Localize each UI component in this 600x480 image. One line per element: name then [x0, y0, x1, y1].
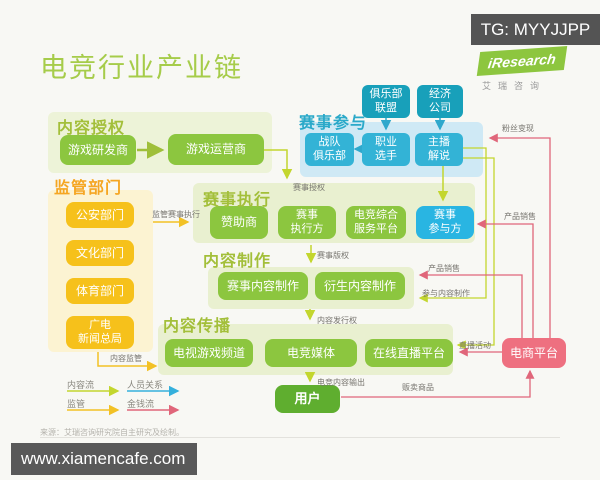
section-title-content-production: 内容制作	[203, 253, 272, 270]
node-pro-player: 职业 选手	[362, 133, 410, 166]
legend-regulation: 监管	[67, 399, 86, 409]
label-content-distribution-right: 内容发行权	[317, 316, 357, 325]
node-team-club: 战队 俱乐部	[305, 133, 354, 166]
flow-fan-monetization	[488, 133, 551, 338]
label-content-regulation: 内容监管	[110, 354, 142, 363]
telegram-badge: TG: MYYJJPP	[471, 14, 600, 45]
node-game-operator: 游戏运营商	[168, 134, 264, 165]
node-public-security-dept: 公安部门	[66, 202, 134, 228]
watermark-url: www.xiamencafe.com	[11, 443, 197, 475]
node-event-executor: 赛事 执行方	[278, 206, 336, 239]
node-anchor-commentator: 主播 解说	[415, 133, 463, 166]
legend-money-flow: 金钱流	[127, 399, 155, 409]
section-title-content-license: 内容授权	[57, 120, 126, 137]
label-product-sales-upper: 产品销售	[504, 212, 536, 221]
node-derivative-content-production: 衍生内容制作	[315, 272, 405, 300]
flow-product-sales-upper	[476, 219, 534, 338]
node-broadcast-news-admin: 广电 新闻总局	[66, 316, 134, 349]
section-title-content-distribution: 内容传播	[163, 318, 232, 335]
node-club-union: 俱乐部 联盟	[362, 85, 410, 118]
label-event-license: 赛事授权	[293, 183, 325, 192]
node-esports-media: 电竞媒体	[265, 339, 357, 367]
label-live-activity: 直播活动	[459, 341, 491, 350]
node-user: 用户	[275, 385, 340, 413]
node-tv-game-channel: 电视游戏频道	[165, 339, 253, 367]
node-esports-service-platform: 电竞综合 服务平台	[346, 206, 406, 239]
label-fan-monetization: 粉丝变现	[502, 124, 534, 133]
legend-content-flow: 内容流	[67, 380, 95, 390]
section-title-regulators: 监管部门	[54, 180, 123, 197]
node-event-content-production: 赛事内容制作	[218, 272, 308, 300]
label-participate-content-production: 参与内容制作	[422, 289, 470, 298]
section-title-event-execution: 赛事执行	[203, 192, 272, 209]
legend-people-relation: 人员关系	[127, 380, 164, 390]
label-product-sales-lower: 产品销售	[428, 264, 460, 273]
node-ecommerce-platform: 电商平台	[502, 338, 566, 368]
source-note: 来源：艾瑞咨询研究院自主研究及绘制。	[40, 428, 184, 437]
label-sell-goods: 贩卖商品	[402, 383, 434, 392]
label-event-copyright: 赛事版权	[317, 251, 349, 260]
page-title: 电竞行业产业链	[40, 53, 243, 83]
footer-divider	[40, 437, 560, 438]
label-esports-content-output: 电竞内容输出	[317, 378, 365, 387]
node-live-streaming-platform: 在线直播平台	[365, 339, 453, 367]
label-regulate-event-execution: 监管赛事执行	[152, 210, 200, 219]
iresearch-logo: iResearch	[476, 46, 568, 76]
node-agency-company: 经济 公司	[417, 85, 463, 118]
node-event-participant: 赛事 参与方	[416, 206, 474, 239]
section-title-event-participation: 赛事参与	[299, 115, 368, 132]
node-sports-dept: 体育部门	[66, 278, 134, 304]
node-sponsor: 赞助商	[210, 206, 268, 239]
node-culture-dept: 文化部门	[66, 240, 134, 266]
node-game-developer: 游戏研发商	[60, 135, 136, 165]
iresearch-logo-caption: 艾瑞咨询	[482, 81, 547, 91]
